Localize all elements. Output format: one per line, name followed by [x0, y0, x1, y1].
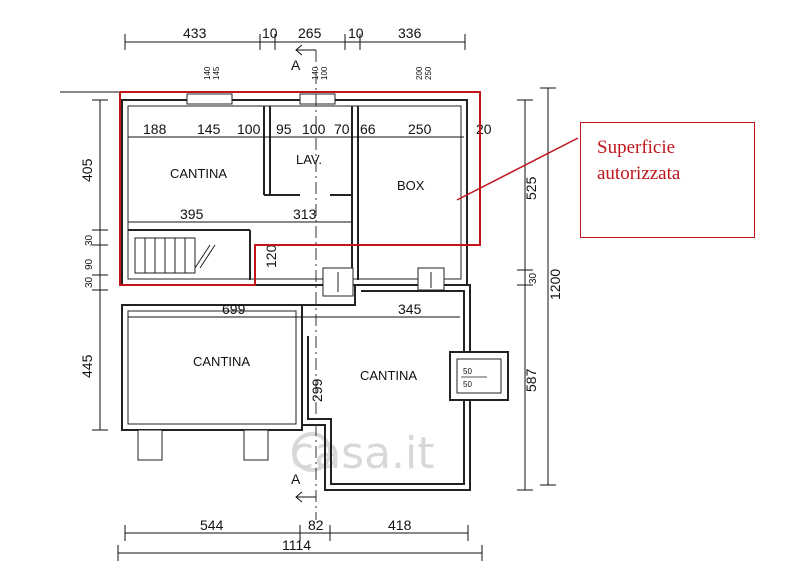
- dim-right-30: 30: [528, 272, 539, 284]
- room-cantina-top: CANTINA: [170, 166, 227, 181]
- dim-bottom-82: 82: [308, 517, 324, 533]
- dim-bottom-418: 418: [388, 517, 412, 533]
- annotation-box: Superficie autorizzata: [580, 122, 755, 238]
- dim-row2-395: 395: [180, 206, 204, 222]
- chimney-shaft: 50 50: [449, 351, 509, 401]
- dim-inner-250: 250: [408, 121, 432, 137]
- building-walls: [121, 99, 471, 491]
- section-marker-top: A: [291, 57, 301, 73]
- bottom-dimension-line: [117, 525, 483, 561]
- annotation-text: Superficie autorizzata: [597, 135, 680, 187]
- dim-left-30a: 30: [84, 234, 95, 246]
- dim-right-1200: 1200: [547, 269, 563, 300]
- dim-inner-145: 145: [197, 121, 221, 137]
- svg-text:50: 50: [463, 380, 472, 389]
- dim-inner-95: 95: [276, 121, 292, 137]
- inner-dimension-row: [128, 136, 464, 318]
- dim-inner-70: 70: [334, 121, 350, 137]
- dim-top-336: 336: [398, 25, 422, 41]
- dim-right-525: 525: [523, 176, 539, 200]
- room-box: BOX: [397, 178, 425, 193]
- dim-row3-345: 345: [398, 301, 422, 317]
- dim-left-445: 445: [79, 354, 95, 378]
- room-cantina-bottom-right: CANTINA: [360, 368, 417, 383]
- svg-text:140100: 140100: [311, 66, 329, 80]
- top-windows: [186, 93, 336, 105]
- annotation-line-1: Superficie: [597, 137, 676, 158]
- dim-inner-20: 20: [476, 121, 492, 137]
- dim-bottom-544: 544: [200, 517, 224, 533]
- dim-inner-100a: 100: [237, 121, 261, 137]
- section-marker-bottom: A: [291, 471, 301, 487]
- room-cantina-bottom-left: CANTINA: [193, 354, 250, 369]
- dim-top-10b: 10: [348, 25, 364, 41]
- dim-corridor-299: 299: [309, 378, 325, 402]
- left-dimension-line: [60, 91, 122, 431]
- dim-inner-100b: 100: [302, 121, 326, 137]
- bottom-pillars: [137, 429, 269, 461]
- authorized-area-outline: [119, 91, 481, 286]
- top-dimension-line: [124, 34, 466, 50]
- stairs: [134, 237, 216, 274]
- dim-left-30b: 30: [84, 276, 95, 288]
- annotation-line-2: autorizzata: [597, 163, 681, 184]
- dim-left-405: 405: [79, 158, 95, 182]
- svg-text:200250: 200250: [415, 66, 433, 80]
- svg-text:140145: 140145: [203, 66, 221, 80]
- dim-top-433: 433: [183, 25, 207, 41]
- dim-top-265: 265: [298, 25, 322, 41]
- dim-stair-120: 120: [263, 244, 279, 268]
- dim-left-90: 90: [84, 258, 95, 270]
- dim-top-10a: 10: [262, 25, 278, 41]
- dim-row3-699: 699: [222, 301, 246, 317]
- window-labels: 140145 140100 200250: [203, 66, 433, 80]
- svg-text:50: 50: [463, 367, 472, 376]
- dim-inner-188: 188: [143, 121, 167, 137]
- annotation-leader-line: [456, 137, 579, 201]
- dim-row2-313: 313: [293, 206, 317, 222]
- dim-bottom-1114: 1114: [282, 537, 311, 553]
- room-lav: LAV.: [296, 152, 322, 167]
- dim-right-587: 587: [523, 368, 539, 392]
- dim-inner-66: 66: [360, 121, 376, 137]
